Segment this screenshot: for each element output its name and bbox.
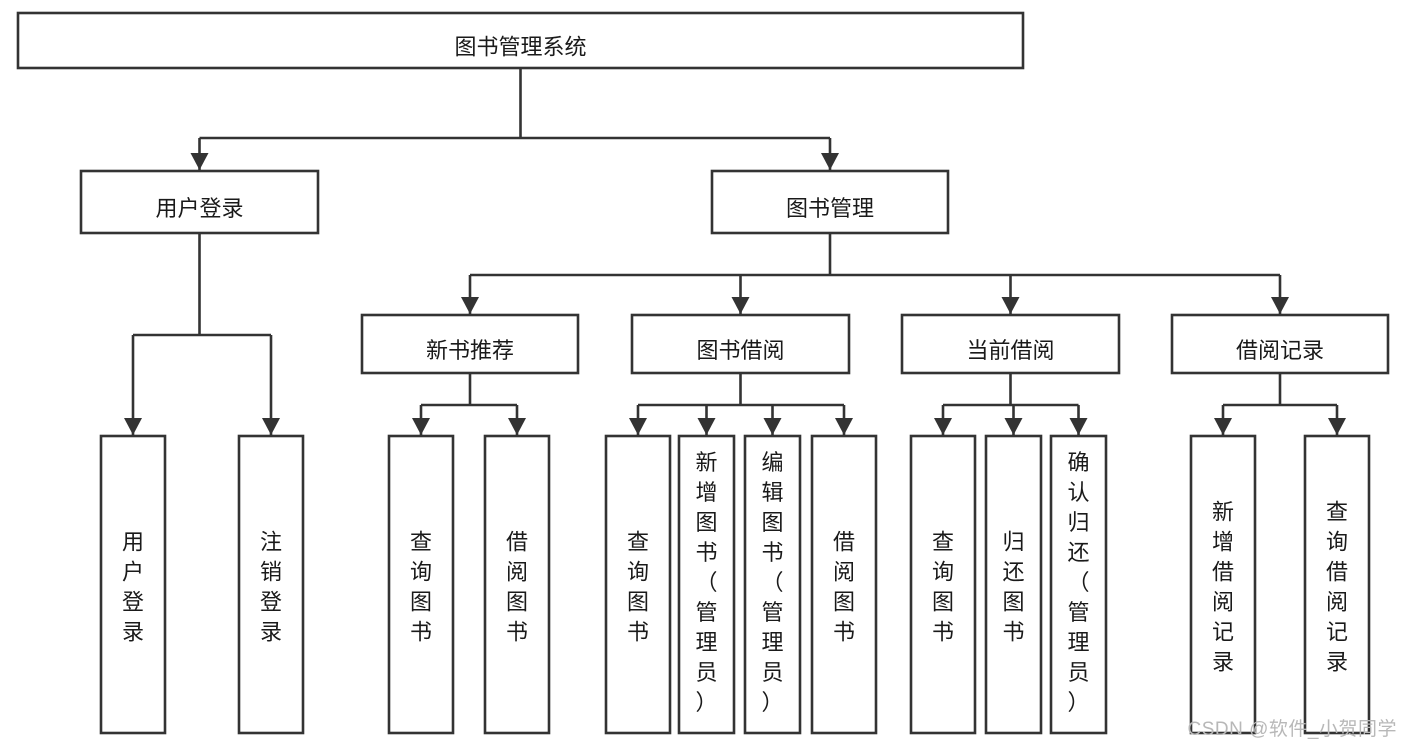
new-book-recommend-to-leaves-arrow-0 bbox=[412, 418, 430, 435]
root-to-level2-arrow-1 bbox=[821, 153, 839, 170]
node-new-book-recommend[interactable]: 新书推荐 bbox=[360, 313, 580, 375]
node-box-leaf-borrow-book[interactable] bbox=[810, 434, 878, 735]
node-leaf-borrow-book-recommend[interactable]: 借阅图书 bbox=[483, 434, 551, 735]
node-label-root: 图书管理系统 bbox=[454, 34, 586, 59]
node-label-leaf-logout-login: 注销登录 bbox=[260, 529, 282, 644]
node-label-leaf-borrow-book: 借阅图书 bbox=[833, 529, 855, 644]
node-label-leaf-add-book-admin: 新增图书（管理员） bbox=[695, 450, 717, 715]
node-label-book-borrow: 图书借阅 bbox=[696, 338, 784, 363]
current-borrow-to-leaves-arrow-2 bbox=[1069, 418, 1088, 435]
node-box-leaf-edit-book-admin[interactable] bbox=[743, 434, 802, 735]
node-leaf-query-borrow-record[interactable]: 查询借阅记录 bbox=[1303, 434, 1371, 735]
node-label-new-book-recommend: 新书推荐 bbox=[426, 338, 514, 363]
csdn-watermark: CSDN @软件_小贺同学 bbox=[1187, 719, 1397, 740]
node-box-leaf-confirm-return-admin[interactable] bbox=[1049, 434, 1108, 735]
bookmgmt-to-level3-arrow-3 bbox=[1271, 297, 1289, 314]
bookmgmt-to-level3-arrow-0 bbox=[461, 297, 479, 314]
node-leaf-add-borrow-record[interactable]: 新增借阅记录 bbox=[1189, 434, 1257, 735]
new-book-recommend-to-leaves-arrow-1 bbox=[508, 418, 526, 435]
node-current-borrow[interactable]: 当前借阅 bbox=[900, 313, 1121, 375]
root-to-level2-arrow-0 bbox=[190, 153, 209, 170]
node-user-login[interactable]: 用户登录 bbox=[79, 169, 320, 235]
node-box-leaf-query-borrow-record[interactable] bbox=[1303, 434, 1371, 735]
current-borrow-to-leaves-arrow-1 bbox=[1004, 418, 1023, 435]
node-box-book-borrow[interactable] bbox=[630, 313, 851, 375]
node-label-book-management: 图书管理 bbox=[786, 196, 874, 221]
node-box-leaf-return-book[interactable] bbox=[984, 434, 1043, 735]
node-leaf-logout-login[interactable]: 注销登录 bbox=[237, 434, 305, 735]
node-leaf-borrow-book[interactable]: 借阅图书 bbox=[810, 434, 878, 735]
borrow-record-to-leaves-arrow-0 bbox=[1214, 418, 1232, 435]
node-box-leaf-query-book-current[interactable] bbox=[909, 434, 977, 735]
node-label-current-borrow: 当前借阅 bbox=[966, 338, 1054, 363]
node-layer: 图书管理系统用户登录图书管理新书推荐图书借阅当前借阅借阅记录用户登录注销登录查询… bbox=[16, 11, 1390, 735]
book-borrow-to-leaves-arrow-1 bbox=[697, 418, 716, 435]
node-leaf-return-book[interactable]: 归还图书 bbox=[984, 434, 1043, 735]
node-book-management[interactable]: 图书管理 bbox=[710, 169, 950, 235]
node-label-leaf-query-book-current: 查询图书 bbox=[932, 529, 954, 644]
userlogin-to-leaves-arrow-1 bbox=[262, 418, 280, 435]
node-label-leaf-query-borrow-record: 查询借阅记录 bbox=[1326, 499, 1348, 674]
node-box-leaf-query-book-borrow[interactable] bbox=[604, 434, 672, 735]
node-box-book-management[interactable] bbox=[710, 169, 950, 235]
node-box-leaf-logout-login[interactable] bbox=[237, 434, 305, 735]
node-label-leaf-return-book: 归还图书 bbox=[1002, 529, 1024, 644]
node-label-leaf-add-borrow-record: 新增借阅记录 bbox=[1212, 499, 1234, 674]
node-leaf-confirm-return-admin[interactable]: 确认归还（管理员） bbox=[1049, 434, 1108, 735]
bookmgmt-to-level3-arrow-1 bbox=[731, 297, 750, 314]
node-book-borrow[interactable]: 图书借阅 bbox=[630, 313, 851, 375]
node-label-leaf-query-book-borrow: 查询图书 bbox=[627, 529, 649, 644]
node-label-leaf-edit-book-admin: 编辑图书（管理员） bbox=[761, 450, 783, 715]
node-box-leaf-add-book-admin[interactable] bbox=[677, 434, 736, 735]
node-box-user-login[interactable] bbox=[79, 169, 320, 235]
node-box-new-book-recommend[interactable] bbox=[360, 313, 580, 375]
node-box-root[interactable] bbox=[16, 11, 1025, 70]
current-borrow-to-leaves-arrow-0 bbox=[934, 418, 952, 435]
node-label-borrow-record: 借阅记录 bbox=[1236, 338, 1324, 363]
node-borrow-record[interactable]: 借阅记录 bbox=[1170, 313, 1390, 375]
book-borrow-to-leaves-arrow-2 bbox=[763, 418, 782, 435]
node-box-leaf-borrow-book-recommend[interactable] bbox=[483, 434, 551, 735]
node-box-borrow-record[interactable] bbox=[1170, 313, 1390, 375]
node-box-leaf-query-book-recommend[interactable] bbox=[387, 434, 455, 735]
bookmgmt-to-level3-arrow-2 bbox=[1001, 297, 1020, 314]
node-leaf-edit-book-admin[interactable]: 编辑图书（管理员） bbox=[743, 434, 802, 735]
node-label-leaf-user-login: 用户登录 bbox=[122, 529, 144, 644]
borrow-record-to-leaves-arrow-1 bbox=[1328, 418, 1346, 435]
book-borrow-to-leaves-arrow-0 bbox=[629, 418, 647, 435]
node-leaf-add-book-admin[interactable]: 新增图书（管理员） bbox=[677, 434, 736, 735]
node-label-leaf-query-book-recommend: 查询图书 bbox=[410, 529, 432, 644]
node-label-leaf-borrow-book-recommend: 借阅图书 bbox=[506, 529, 528, 644]
node-box-current-borrow[interactable] bbox=[900, 313, 1121, 375]
node-label-user-login: 用户登录 bbox=[155, 196, 243, 221]
node-root[interactable]: 图书管理系统 bbox=[16, 11, 1025, 70]
userlogin-to-leaves-arrow-0 bbox=[124, 418, 142, 435]
node-leaf-query-book-recommend[interactable]: 查询图书 bbox=[387, 434, 455, 735]
node-box-leaf-add-borrow-record[interactable] bbox=[1189, 434, 1257, 735]
node-leaf-query-book-current[interactable]: 查询图书 bbox=[909, 434, 977, 735]
connector-layer bbox=[124, 68, 1346, 435]
node-box-leaf-user-login[interactable] bbox=[99, 434, 167, 735]
node-leaf-query-book-borrow[interactable]: 查询图书 bbox=[604, 434, 672, 735]
node-leaf-user-login[interactable]: 用户登录 bbox=[99, 434, 167, 735]
book-borrow-to-leaves-arrow-3 bbox=[835, 418, 853, 435]
node-label-leaf-confirm-return-admin: 确认归还（管理员） bbox=[1067, 450, 1089, 715]
